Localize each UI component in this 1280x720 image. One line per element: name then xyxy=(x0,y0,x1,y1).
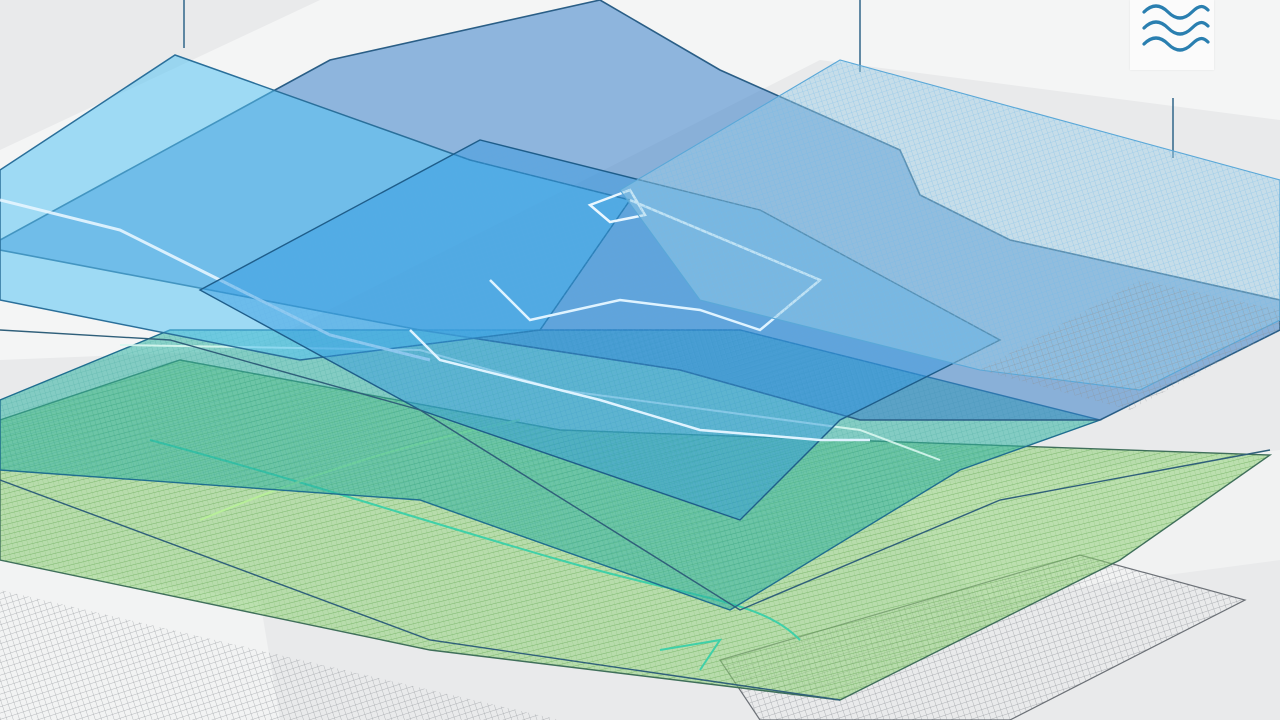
waves-badge xyxy=(1130,0,1214,70)
front-edges xyxy=(0,329,1271,701)
hatched-sheet-layer xyxy=(619,59,1280,410)
waves-icon xyxy=(1142,4,1210,52)
guide-lines xyxy=(183,0,1174,158)
